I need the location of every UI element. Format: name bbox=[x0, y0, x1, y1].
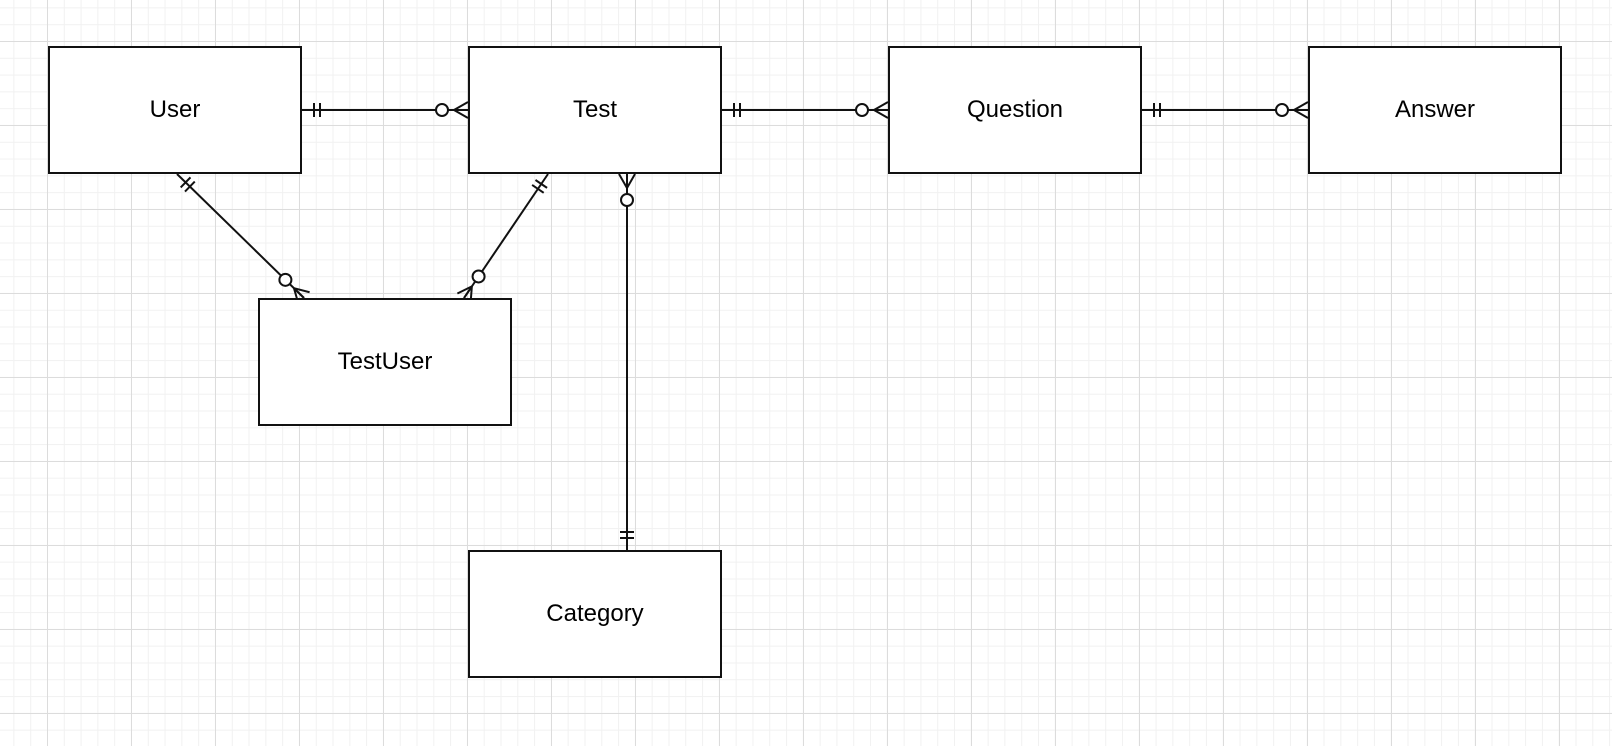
relationship-category-test[interactable] bbox=[618, 173, 636, 550]
entity-test[interactable]: Test bbox=[468, 46, 722, 174]
entity-category[interactable]: Category bbox=[468, 550, 722, 678]
relationship-question-answer[interactable] bbox=[1142, 101, 1309, 119]
relationship-user-test[interactable] bbox=[302, 101, 469, 119]
relationship-user-testuser[interactable] bbox=[176, 173, 310, 304]
relationship-test-testuser[interactable] bbox=[456, 173, 549, 303]
relationship-test-question[interactable] bbox=[722, 101, 889, 119]
entity-question[interactable]: Question bbox=[888, 46, 1142, 174]
entity-testuser[interactable]: TestUser bbox=[258, 298, 512, 426]
entity-answer[interactable]: Answer bbox=[1308, 46, 1562, 174]
entity-user[interactable]: User bbox=[48, 46, 302, 174]
